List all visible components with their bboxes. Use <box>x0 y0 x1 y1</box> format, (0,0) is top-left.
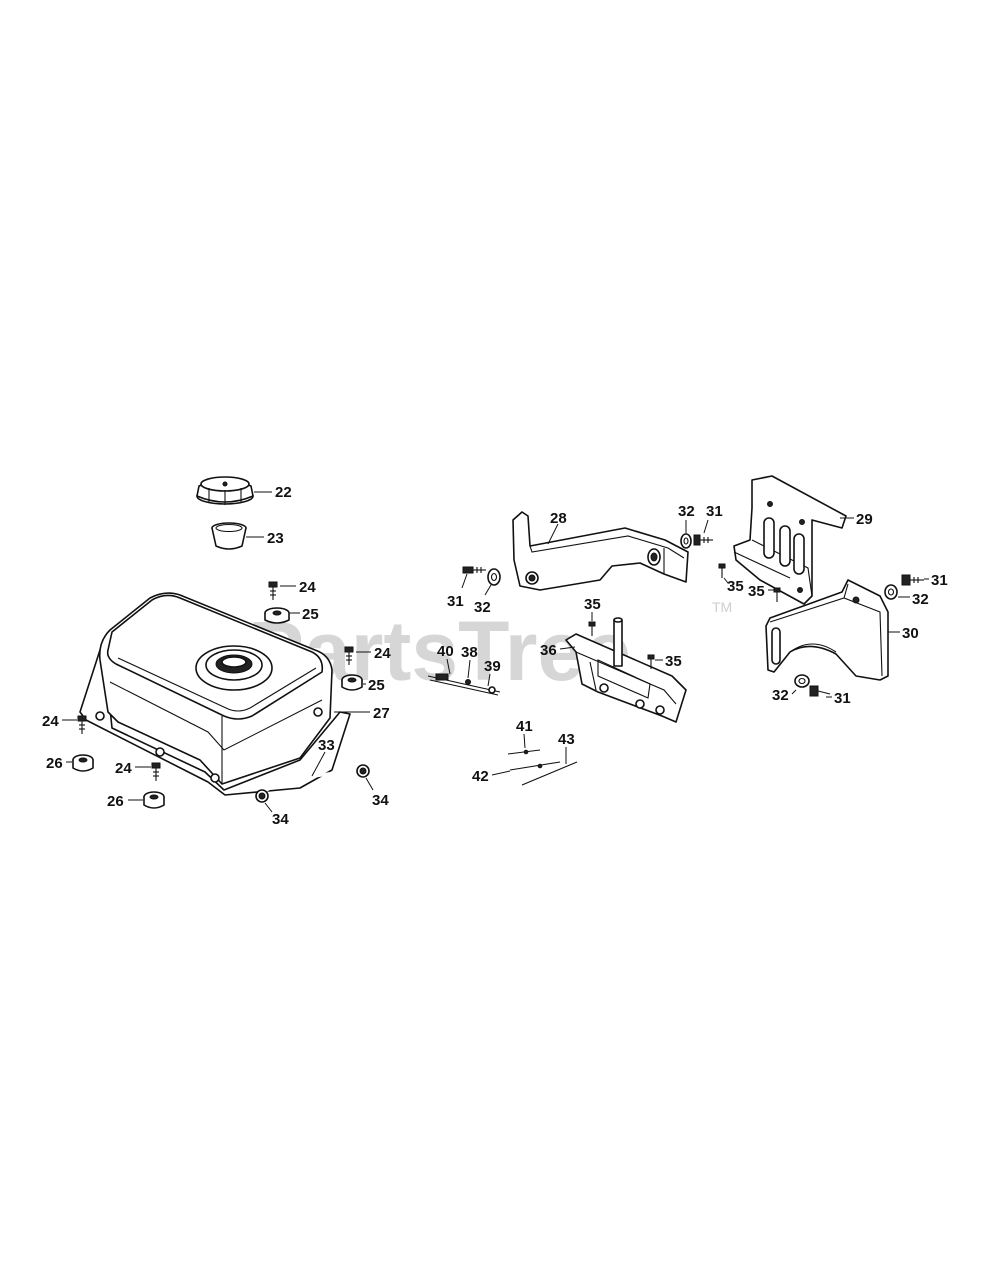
callout-42: 42 <box>472 768 489 785</box>
screw-part <box>718 563 726 578</box>
bolt-part <box>693 534 713 546</box>
bolt-part <box>462 566 486 574</box>
callout-39: 39 <box>484 658 501 675</box>
callout-31-lower: 31 <box>834 690 851 707</box>
callout-25-right: 25 <box>368 677 385 694</box>
callout-24-top: 24 <box>299 579 316 596</box>
callout-34-left: 34 <box>272 811 289 828</box>
fuel-hose-part <box>261 768 353 795</box>
callout-43: 43 <box>558 731 575 748</box>
callout-31-upper: 31 <box>706 503 723 520</box>
callout-23: 23 <box>267 530 284 547</box>
callout-25-top: 25 <box>302 606 319 623</box>
callout-22: 22 <box>275 484 292 501</box>
screw-part <box>588 621 596 636</box>
bushing-part <box>264 607 290 624</box>
fuel-strainer-part <box>211 522 247 550</box>
callout-35-plate-right: 35 <box>665 653 682 670</box>
callout-32-lower: 32 <box>772 687 789 704</box>
callout-24-left: 24 <box>42 713 59 730</box>
callout-35-center: 35 <box>584 596 601 613</box>
callout-24-right: 24 <box>374 645 391 662</box>
washer-part <box>680 533 692 549</box>
bolt-part <box>268 581 278 600</box>
tank-bracket-part <box>512 511 689 591</box>
callout-30: 30 <box>902 625 919 642</box>
callout-28: 28 <box>550 510 567 527</box>
mounting-plate-part <box>565 633 687 723</box>
bolt-part <box>901 574 924 586</box>
callout-34-right: 34 <box>372 792 389 809</box>
linkage-rod-part <box>427 673 501 696</box>
callout-41: 41 <box>516 718 533 735</box>
grommet-part <box>72 754 94 772</box>
washer-part <box>884 584 898 600</box>
callout-40: 40 <box>437 643 454 660</box>
callout-32-upper: 32 <box>678 503 695 520</box>
washer-part <box>794 674 810 688</box>
callout-35-right-a: 35 <box>727 578 744 595</box>
bolt-part <box>77 715 87 734</box>
washer-part <box>487 568 501 586</box>
callout-36: 36 <box>540 642 557 659</box>
callout-24-bottom: 24 <box>115 760 132 777</box>
fuel-cap-part <box>196 476 254 505</box>
watermark-trademark: TM <box>712 599 732 615</box>
grommet-part <box>143 791 165 809</box>
screw-part <box>773 587 781 602</box>
callout-32-left: 32 <box>474 599 491 616</box>
callout-26-bottom: 26 <box>107 793 124 810</box>
pin-part <box>509 761 561 771</box>
hose-clamp-part <box>255 789 269 803</box>
callout-35-right-b: 35 <box>748 583 765 600</box>
callout-26-top: 26 <box>46 755 63 772</box>
callout-29: 29 <box>856 511 873 528</box>
screw-part <box>647 654 655 669</box>
callout-27: 27 <box>373 705 390 722</box>
side-bracket-part <box>765 579 889 681</box>
support-bracket-part <box>733 475 847 605</box>
rod-part <box>521 761 578 786</box>
callout-31-right: 31 <box>931 572 948 589</box>
callout-38: 38 <box>461 644 478 661</box>
bolt-part <box>344 646 354 665</box>
bushing-part <box>341 674 363 691</box>
callout-33: 33 <box>318 737 335 754</box>
bolt-part <box>809 685 831 697</box>
hose-clamp-part <box>356 764 370 778</box>
bolt-part <box>151 762 161 781</box>
callout-31-left: 31 <box>447 593 464 610</box>
post-part <box>613 617 623 667</box>
pin-part <box>507 749 541 755</box>
callout-32-right: 32 <box>912 591 929 608</box>
fuel-tank-part <box>79 592 351 796</box>
